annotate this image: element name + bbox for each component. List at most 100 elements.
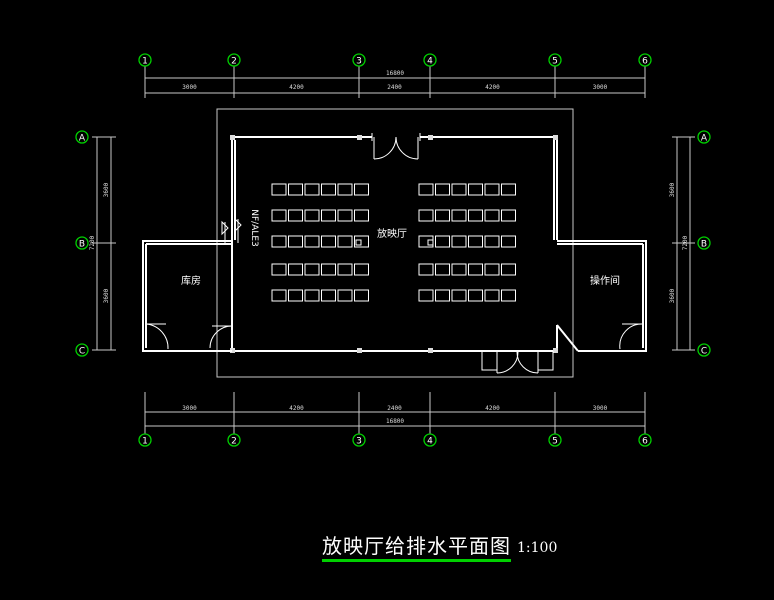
drawing-title-block: 放映厅给排水平面图 1:100: [322, 532, 557, 562]
seat: [435, 209, 450, 222]
floor-drains: [355, 239, 434, 246]
seat: [418, 209, 434, 222]
top-double-door: [371, 133, 421, 160]
seat: [321, 209, 336, 222]
dim-top-3: 2400: [387, 84, 402, 91]
left-dimension-chain: [92, 136, 116, 351]
grid-bubble-top-1: 1: [138, 53, 152, 67]
seat: [501, 235, 516, 248]
grid-bubble-top-6: 6: [638, 53, 652, 67]
dim-left-a-b: 3600: [103, 182, 110, 197]
dim-bottom-2: 4200: [289, 405, 304, 412]
bottom-dimension-chain: [145, 411, 645, 427]
dim-total-bottom: 16800: [386, 418, 404, 425]
seat: [321, 183, 336, 196]
hall-walls: [231, 136, 558, 352]
seat: [271, 183, 287, 196]
grid-bubble-bottom-5: 5: [548, 433, 562, 447]
operation-room-walls: [556, 240, 647, 352]
dim-bottom-3: 2400: [387, 405, 402, 412]
seat: [451, 183, 467, 196]
dim-top-2: 4200: [289, 84, 304, 91]
seat: [304, 183, 320, 196]
dim-bottom-5: 3000: [593, 405, 608, 412]
seat: [501, 263, 516, 276]
right-dimension-chain: [672, 136, 695, 351]
seat: [354, 209, 369, 222]
svg-text:B: B: [701, 240, 707, 250]
grid-bubble-bottom-2: 2: [227, 433, 241, 447]
dim-right-b-c: 3600: [669, 288, 676, 303]
hall-columns: [230, 135, 558, 353]
seat: [288, 209, 303, 222]
seat: [337, 263, 353, 276]
svg-text:2: 2: [231, 437, 237, 447]
grid-bubble-left-a: A: [75, 130, 89, 144]
drawing-title: 放映厅给排水平面图: [322, 534, 511, 562]
seat: [468, 209, 483, 222]
svg-text:6: 6: [642, 437, 648, 447]
seat: [484, 289, 500, 302]
seat: [468, 235, 483, 248]
svg-text:5: 5: [552, 57, 558, 67]
seat: [271, 209, 287, 222]
svg-text:A: A: [79, 134, 86, 144]
grid-bubble-left-b: B: [75, 236, 89, 250]
seat: [288, 263, 303, 276]
grid-bubble-top-3: 3: [352, 53, 366, 67]
seat: [501, 209, 516, 222]
seat: [354, 289, 369, 302]
seat: [337, 235, 353, 248]
storage-room-walls: [142, 240, 232, 352]
seat: [354, 235, 369, 248]
seat: [435, 235, 450, 248]
seat: [354, 263, 369, 276]
dim-left-b-c: 3600: [103, 288, 110, 303]
room-label-hall: 放映厅: [377, 227, 407, 240]
seat: [501, 289, 516, 302]
site-boundary: [216, 108, 574, 378]
seat: [468, 289, 483, 302]
seat: [468, 263, 483, 276]
dim-left-total: 7200: [89, 235, 96, 250]
seat: [451, 235, 467, 248]
svg-text:1: 1: [142, 57, 148, 67]
operation-room-door: [619, 323, 644, 350]
seat: [288, 235, 303, 248]
grid-bubble-left-c: C: [75, 343, 89, 357]
top-dimension-chain: [145, 77, 645, 94]
seat: [337, 183, 353, 196]
svg-text:3: 3: [356, 437, 362, 447]
dim-total-top: 16800: [386, 70, 404, 77]
seat: [484, 183, 500, 196]
grid-bubble-bottom-6: 6: [638, 433, 652, 447]
seat: [484, 209, 500, 222]
seat: [321, 289, 336, 302]
seat: [484, 235, 500, 248]
svg-text:A: A: [701, 134, 708, 144]
grid-bubble-top-4: 4: [423, 53, 437, 67]
seat: [484, 263, 500, 276]
seat: [451, 289, 467, 302]
grid-bubble-right-a: A: [697, 130, 711, 144]
seat: [304, 263, 320, 276]
seat: [288, 289, 303, 302]
svg-text:6: 6: [642, 57, 648, 67]
svg-text:1: 1: [142, 437, 148, 447]
dim-bottom-1: 3000: [182, 405, 197, 412]
seat-rows: [271, 183, 516, 302]
seat: [337, 289, 353, 302]
riser-symbol: [221, 217, 242, 243]
grid-bubble-bottom-1: 1: [138, 433, 152, 447]
seat: [451, 209, 467, 222]
grid-bubble-top-5: 5: [548, 53, 562, 67]
dim-top-1: 3000: [182, 84, 197, 91]
room-label-operation: 操作间: [590, 274, 620, 287]
dim-top-4: 4200: [485, 84, 500, 91]
seat: [435, 263, 450, 276]
bottom-double-door: [481, 351, 554, 374]
svg-text:C: C: [79, 347, 85, 357]
seat: [418, 289, 434, 302]
seat: [337, 209, 353, 222]
svg-text:5: 5: [552, 437, 558, 447]
